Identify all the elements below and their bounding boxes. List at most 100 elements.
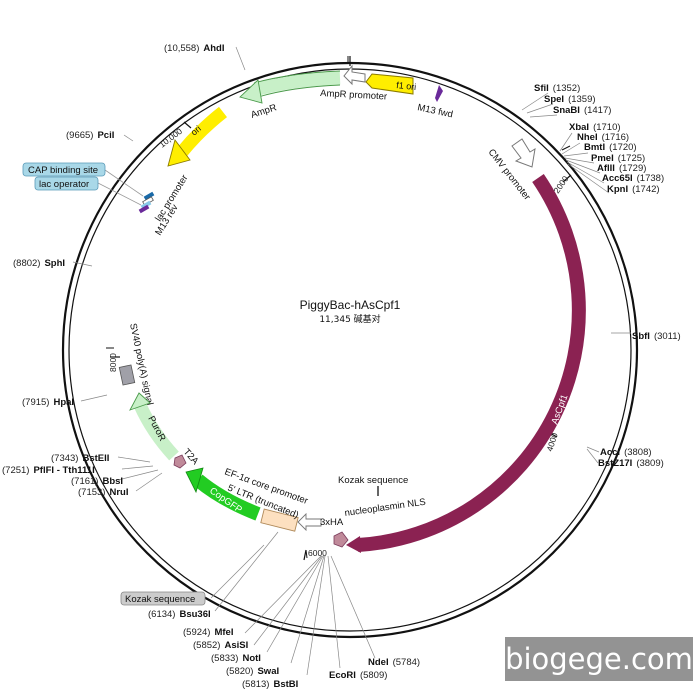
site-xbai: XbaI(1710) bbox=[569, 122, 621, 133]
f1-ori-label: f1 ori bbox=[396, 80, 417, 92]
kozak-box bbox=[120, 591, 206, 606]
ampr-promoter-feature bbox=[343, 64, 366, 86]
leader-nrui bbox=[135, 472, 163, 492]
m13-fwd-feature bbox=[435, 85, 443, 102]
m13-fwd-label: M13 fwd bbox=[416, 102, 453, 120]
leader-bstz17i bbox=[586, 448, 599, 464]
leader-bmti bbox=[563, 152, 589, 157]
ori-arrowhead bbox=[167, 138, 191, 167]
leader-noti bbox=[266, 555, 324, 653]
cap-box bbox=[22, 162, 106, 177]
site-bstz17i: BstZ17I(3809) bbox=[598, 458, 664, 469]
ltr5-feature bbox=[260, 508, 299, 532]
ampr-feature bbox=[253, 71, 341, 97]
site-aflii: AflII(1729) bbox=[597, 163, 646, 174]
kozak-box-label: Kozak sequence bbox=[125, 594, 195, 605]
kozak-label: Kozak sequence bbox=[338, 475, 408, 486]
ascpf1-arrowhead bbox=[346, 536, 361, 553]
site-sfii: SfiI(1352) bbox=[534, 83, 580, 94]
cap-site-feature bbox=[143, 191, 155, 201]
leader-mfei bbox=[244, 555, 322, 634]
tick-label-6000: 6000 bbox=[308, 548, 327, 558]
leader-pcii bbox=[123, 134, 134, 142]
leader-nhei bbox=[561, 142, 581, 155]
site-bmti: BmtI(1720) bbox=[584, 142, 637, 153]
cap-box-label: CAP binding site bbox=[28, 165, 98, 176]
leader-swai bbox=[290, 555, 325, 664]
ori-feature bbox=[176, 106, 228, 157]
plasmid-length: 11,345 碱基对 bbox=[319, 313, 380, 325]
cut-marker-mcs bbox=[561, 145, 571, 151]
site-asisi: (5852)AsiSI bbox=[193, 640, 248, 651]
leader-kpni bbox=[567, 163, 610, 194]
copgfp-feature bbox=[193, 474, 261, 521]
site-pflfi: (7251)PflFI - Tth111I bbox=[2, 465, 95, 476]
leader-acci bbox=[586, 446, 600, 453]
leader-ecori bbox=[327, 555, 341, 669]
np-nls-label: nucleoplasmin NLS bbox=[344, 497, 427, 519]
ascpf1-feature bbox=[357, 174, 586, 552]
leader-hpai bbox=[80, 394, 108, 402]
lac-operator-box bbox=[34, 176, 99, 191]
sv40-label: SV40 poly(A) signal bbox=[127, 322, 155, 406]
puror-feature bbox=[134, 402, 179, 461]
ef1a-feature bbox=[297, 512, 322, 532]
leader-snabi bbox=[529, 114, 558, 118]
backbone-outer-ring bbox=[61, 61, 639, 639]
leader-bsu36i bbox=[214, 531, 279, 612]
tick-6000 bbox=[303, 549, 307, 561]
ampr-label: AmpR bbox=[250, 102, 279, 121]
leader-xbai bbox=[559, 132, 573, 152]
cmv-promoter-feature bbox=[511, 138, 536, 168]
site-nhei: NheI(1716) bbox=[577, 132, 629, 143]
site-pmei: PmeI(1725) bbox=[591, 153, 645, 164]
plasmid-name: PiggyBac-hAsCpf1 bbox=[300, 298, 401, 312]
f1-ori-feature bbox=[365, 73, 414, 95]
leader-spei bbox=[526, 103, 554, 114]
cut-marker-6000 bbox=[305, 549, 308, 559]
threexha-feature bbox=[333, 531, 349, 548]
site-snabi: SnaBI(1417) bbox=[553, 105, 611, 116]
ampr-outline bbox=[253, 70, 341, 98]
site-acci: AccI(3808) bbox=[600, 447, 652, 458]
lac-operator-leader bbox=[97, 182, 142, 206]
ori-label: ori bbox=[189, 123, 203, 137]
leader-sphi bbox=[72, 261, 93, 267]
leader-kozak-box bbox=[210, 544, 265, 599]
leader-bstbi bbox=[306, 555, 326, 676]
ampr-arrowhead bbox=[239, 79, 263, 104]
leader-pflfi bbox=[121, 465, 154, 470]
site-bsu36i: (6134)Bsu36I bbox=[148, 609, 211, 620]
tick-10000 bbox=[183, 121, 192, 129]
watermark-text: biogege.com bbox=[505, 642, 693, 676]
site-hpai: (7915)HpaI bbox=[22, 397, 74, 408]
site-kpni: KpnI(1742) bbox=[607, 184, 660, 195]
tick-label-8000: 8000 bbox=[108, 353, 118, 372]
site-pcii: (9665)PciI bbox=[66, 130, 114, 141]
leader-bbsi bbox=[117, 469, 159, 481]
site-sbfi: SbfI(3011) bbox=[632, 331, 681, 342]
site-ndei: NdeI(5784) bbox=[368, 657, 420, 668]
leader-asisi bbox=[253, 555, 323, 646]
site-noti: (5833)NotI bbox=[211, 653, 261, 664]
leader-acc65i bbox=[566, 161, 605, 184]
threexha-label: 3xHA bbox=[320, 517, 344, 528]
site-swai: (5820)SwaI bbox=[226, 666, 279, 677]
copgfp-arrowhead bbox=[185, 467, 204, 494]
leader-sfii bbox=[521, 92, 549, 111]
site-leaders bbox=[72, 46, 631, 676]
leader-pmei bbox=[564, 157, 595, 164]
site-ahdi: (10,558)AhdI bbox=[164, 43, 225, 54]
t2a-feature bbox=[173, 454, 187, 469]
site-ecori: EcoRI(5809) bbox=[329, 670, 387, 681]
m13-rev-feature bbox=[138, 204, 150, 214]
site-bstbi: (5813)BstBI bbox=[242, 679, 298, 690]
watermark: biogege.com bbox=[505, 637, 693, 681]
leader-aflii bbox=[565, 159, 601, 174]
cap-leader bbox=[104, 169, 144, 197]
tick-2000 bbox=[562, 174, 572, 183]
sv40-feature bbox=[118, 364, 136, 386]
site-sphi: (8802)SphI bbox=[13, 258, 65, 269]
cut-markers bbox=[106, 56, 571, 559]
